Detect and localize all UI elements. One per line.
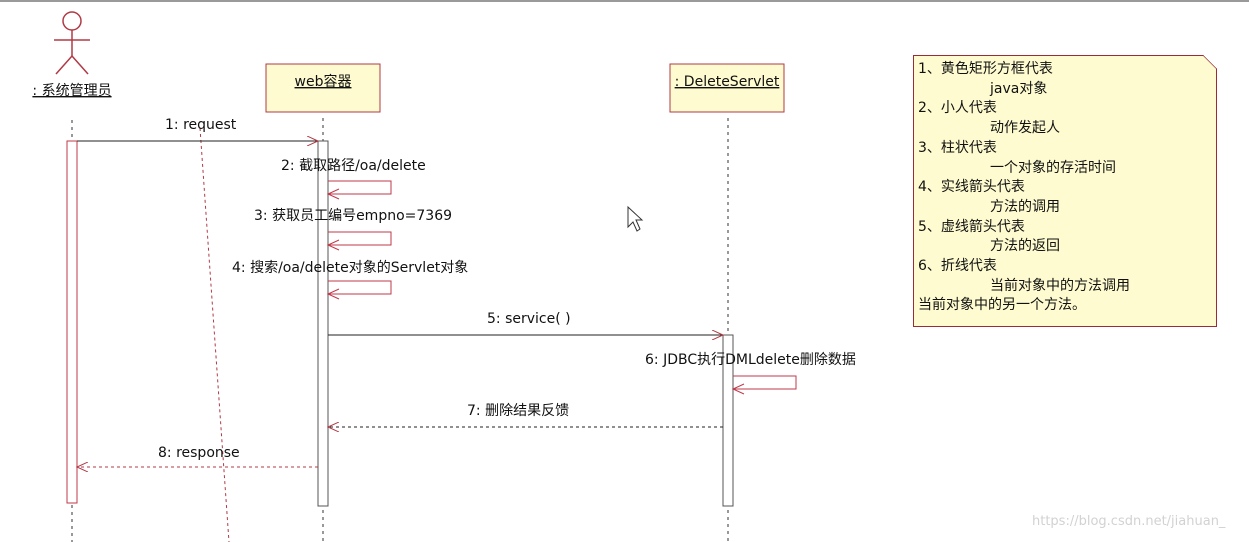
message-4-label: 4: 搜索/oa/delete对象的Servlet对象 [232,259,468,276]
legend-line: 动作发起人 [990,120,1060,137]
legend-line: 3、柱状代表 [918,139,997,156]
legend-line: 6、折线代表 [918,258,997,275]
object-servlet-label: : DeleteServlet [675,74,780,90]
legend-note: 1、黄色矩形方框代表 java对象 2、小人代表动作发起人 3、柱状代表一个对象的存活… [913,55,1217,327]
message-8-label: 8: response [158,445,240,461]
message-2-self-call[interactable]: 2: 截取路径/oa/delete [281,158,426,200]
arrow-cursor-icon [627,205,644,232]
object-web-container[interactable]: web容器 [265,63,381,113]
message-3-self-call[interactable]: 3: 获取员工编号empno=7369 [254,208,452,251]
message-3-label: 3: 获取员工编号empno=7369 [254,208,452,224]
message-8-response[interactable]: 8: response [77,445,318,467]
note-corner-edge [1203,55,1217,69]
message-7-label: 7: 删除结果反馈 [467,403,569,419]
legend-line: 方法的调用 [990,198,1060,215]
legend-line: 当前对象中的另一个方法。 [918,297,1086,314]
actor-admin[interactable]: : 系统管理员 [32,11,112,99]
legend-line: 5、虚线箭头代表 [918,218,1025,235]
legend-line: 2、小人代表 [918,100,997,117]
legend-line: java对象 [990,80,1048,97]
legend-line: 一个对象的存活时间 [990,159,1116,176]
object-web-label: web容器 [295,73,352,90]
watermark: https://blog.csdn.net/jiahuan_ [1032,514,1226,529]
message-6-self-call[interactable]: 6: JDBC执行DMLdelete删除数据 [645,352,856,395]
stick-figure-icon [54,11,90,75]
legend-line: 方法的返回 [990,238,1060,255]
legend-line: 1、黄色矩形方框代表 [918,61,1053,77]
message-6-label: 6: JDBC执行DMLdelete删除数据 [645,352,856,368]
object-delete-servlet[interactable]: : DeleteServlet [669,63,785,113]
message-5-service[interactable]: 5: service( ) [328,311,723,335]
message-4-self-call[interactable]: 4: 搜索/oa/delete对象的Servlet对象 [232,259,468,300]
message-1-request[interactable]: 1: request [77,117,318,141]
actor-admin-label: : 系统管理员 [32,83,111,99]
message-2-label: 2: 截取路径/oa/delete [281,158,426,174]
legend-line: 4、实线箭头代表 [918,179,1025,196]
stray-dashed-line [199,127,230,542]
top-border [0,0,1249,2]
message-1-label: 1: request [165,117,237,133]
activation-web [317,140,329,507]
activation-servlet [722,334,734,507]
legend-line: 当前对象中的方法调用 [990,277,1130,294]
message-5-label: 5: service( ) [487,311,571,327]
activation-admin [66,140,78,504]
legend-lines: 1、黄色矩形方框代表 java对象 2、小人代表动作发起人 3、柱状代表一个对象的存活… [918,60,1216,316]
message-7-return[interactable]: 7: 删除结果反馈 [328,403,723,427]
